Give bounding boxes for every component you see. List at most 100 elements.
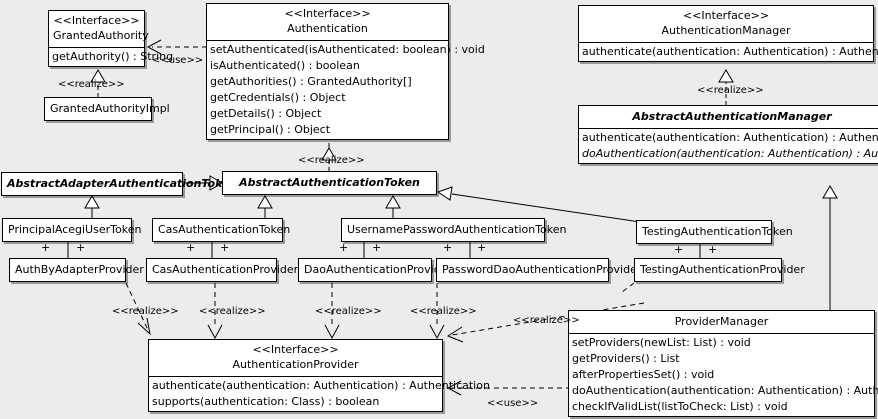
class-name: GrantedAuthorityImpl <box>50 102 170 115</box>
edge-label-use-grantedauthority: <<use>> <box>152 55 204 66</box>
method-item: setAuthenticated(isAuthenticated: boolea… <box>210 43 485 56</box>
class-name: TestingAuthenticationProvider <box>640 263 805 276</box>
class-box-cas-authentication-token[interactable]: CasAuthenticationToken <box>152 218 291 242</box>
class-header: <<Interface>> GrantedAuthority <box>49 11 149 47</box>
class-box-granted-authority[interactable]: <<Interface>> GrantedAuthority getAuthor… <box>48 10 174 67</box>
method-item: setProviders(newList: List) : void <box>572 336 751 349</box>
class-header: PrincipalAcegiUserToken <box>3 219 142 241</box>
method-item: authenticate(authentication: Authenticat… <box>582 131 878 144</box>
class-box-testing-authentication-provider[interactable]: TestingAuthenticationProvider <box>634 258 805 282</box>
divider <box>49 47 144 48</box>
class-name: AuthenticationProvider <box>232 358 359 371</box>
edge-label-realize-authbyadapterprovider: <<realize>> <box>112 306 179 317</box>
class-header: <<Interface>> Authentication <box>207 4 448 40</box>
class-header: <<Interface>> AuthenticationProvider <box>149 340 442 376</box>
assoc-plus-marker: + <box>220 241 230 254</box>
class-methods: setProviders(newList: List) : void getPr… <box>569 334 878 416</box>
divider <box>207 40 448 41</box>
class-box-auth-by-adapter-provider[interactable]: AuthByAdapterProvider <box>9 258 144 282</box>
class-box-abstract-adapter-authentication-token[interactable]: AbstractAdapterAuthenticationToken <box>1 172 238 196</box>
assoc-plus-marker: + <box>339 241 349 254</box>
class-header: UsernamePasswordAuthenticationToken <box>342 219 567 241</box>
class-stereotype: <<Interface>> <box>284 7 371 20</box>
class-name: PasswordDaoAuthenticationProvider <box>442 263 642 276</box>
class-box-abstract-authentication-token[interactable]: AbstractAuthenticationToken <box>222 171 437 195</box>
class-box-dao-authentication-provider[interactable]: DaoAuthenticationProvider <box>298 258 452 282</box>
method-item: getPrincipal() : Object <box>210 123 331 136</box>
assoc-plus-marker: + <box>41 241 51 254</box>
class-name: GrantedAuthority <box>53 29 149 42</box>
class-box-authentication-manager[interactable]: <<Interface>> AuthenticationManager auth… <box>578 5 878 62</box>
class-box-password-dao-authentication-provider[interactable]: PasswordDaoAuthenticationProvider <box>436 258 642 282</box>
class-box-principal-acegi-user-token[interactable]: PrincipalAcegiUserToken <box>2 218 142 242</box>
edge-label-realize-passworddaoauthenticationprovider: <<realize>> <box>410 306 477 317</box>
edge-label-realize-providermanager: <<realize>> <box>513 315 580 326</box>
assoc-plus-marker: + <box>372 241 382 254</box>
edge-realize-testingauthenticationprovider <box>621 282 635 293</box>
class-header: DaoAuthenticationProvider <box>299 259 452 281</box>
divider <box>579 42 873 43</box>
method-item: getCredentials() : Object <box>210 91 346 104</box>
class-header: CasAuthenticationProvider <box>147 259 299 281</box>
class-header: GrantedAuthorityImpl <box>45 98 170 120</box>
class-methods: authenticate(authentication: Authenticat… <box>579 129 878 163</box>
edge-label-use-providermanager: <<use>> <box>487 398 539 409</box>
edge-generalize-casauthenticationtoken <box>257 195 273 218</box>
method-item: getDetails() : Object <box>210 107 322 120</box>
edge-label-realize-abstractauthenticationtoken: <<realize>> <box>298 155 365 166</box>
class-name: CasAuthenticationToken <box>158 223 291 236</box>
method-item: authenticate(authentication: Authenticat… <box>582 45 878 58</box>
class-header: AbstractAdapterAuthenticationToken <box>2 173 238 195</box>
method-item: getAuthority() : String <box>52 50 174 63</box>
class-stereotype: <<Interface>> <box>53 14 140 27</box>
class-name: UsernamePasswordAuthenticationToken <box>347 223 567 236</box>
edge-generalize-providermanager <box>822 185 838 313</box>
edge-label-realize-authenticationmanager: <<realize>> <box>697 85 764 96</box>
method-item: checkIfValidList(listToCheck: List) : vo… <box>572 400 788 413</box>
class-header: AbstractAuthenticationToken <box>223 172 436 194</box>
class-name: AbstractAuthenticationManager <box>632 110 832 123</box>
method-item: authenticate(authentication: Authenticat… <box>152 379 490 392</box>
class-methods: getAuthority() : String <box>49 48 174 66</box>
class-methods: authenticate(authentication: Authenticat… <box>149 377 490 411</box>
class-box-testing-authentication-token[interactable]: TestingAuthenticationToken <box>636 220 793 244</box>
method-item: getProviders() : List <box>572 352 680 365</box>
class-name: AuthenticationManager <box>661 24 791 37</box>
class-name: TestingAuthenticationToken <box>642 225 793 238</box>
method-item: doAuthentication(authentication: Authent… <box>582 147 878 160</box>
class-box-authentication[interactable]: <<Interface>> Authentication setAuthenti… <box>206 3 485 140</box>
class-name: Authentication <box>287 22 368 35</box>
class-box-username-password-authentication-token[interactable]: UsernamePasswordAuthenticationToken <box>341 218 567 242</box>
class-box-granted-authority-impl[interactable]: GrantedAuthorityImpl <box>44 97 170 121</box>
method-item: getAuthorities() : GrantedAuthority[] <box>210 75 412 88</box>
class-name: PrincipalAcegiUserToken <box>8 223 142 236</box>
divider <box>569 333 874 334</box>
class-header: TestingAuthenticationToken <box>637 221 793 243</box>
class-name: AbstractAuthenticationToken <box>239 176 420 189</box>
class-box-abstract-authentication-manager[interactable]: AbstractAuthenticationManager authentica… <box>578 105 878 164</box>
class-box-authentication-provider[interactable]: <<Interface>> AuthenticationProvider aut… <box>148 339 490 412</box>
class-name: AbstractAdapterAuthenticationToken <box>7 177 238 190</box>
class-methods: setAuthenticated(isAuthenticated: boolea… <box>207 41 485 139</box>
method-item: afterPropertiesSet() : void <box>572 368 715 381</box>
edge-label-realize-daoauthenticationprovider: <<realize>> <box>315 306 382 317</box>
class-name: CasAuthenticationProvider <box>152 263 299 276</box>
class-stereotype: <<Interface>> <box>682 9 770 22</box>
class-box-provider-manager[interactable]: ProviderManager setProviders(newList: Li… <box>568 310 878 417</box>
class-header: CasAuthenticationToken <box>153 219 291 241</box>
class-header: PasswordDaoAuthenticationProvider <box>437 259 642 281</box>
edge-label-realize-grantedauthorityimpl: <<realize>> <box>58 79 125 90</box>
method-item: isAuthenticated() : boolean <box>210 59 360 72</box>
class-header: AuthByAdapterProvider <box>10 259 144 281</box>
assoc-plus-marker: + <box>443 241 453 254</box>
class-box-cas-authentication-provider[interactable]: CasAuthenticationProvider <box>146 258 299 282</box>
assoc-plus-marker: + <box>477 241 487 254</box>
assoc-plus-marker: + <box>186 241 196 254</box>
edge-generalize-principalacegiusertoken <box>84 195 100 218</box>
assoc-plus-marker: + <box>708 243 718 256</box>
class-header: ProviderManager <box>569 311 874 333</box>
class-name: DaoAuthenticationProvider <box>304 263 452 276</box>
edge-generalize-testingauthenticationtoken <box>436 186 641 223</box>
edge-generalize-usernamepasswordauthenticationtoken <box>385 195 401 218</box>
assoc-plus-marker: + <box>674 243 684 256</box>
